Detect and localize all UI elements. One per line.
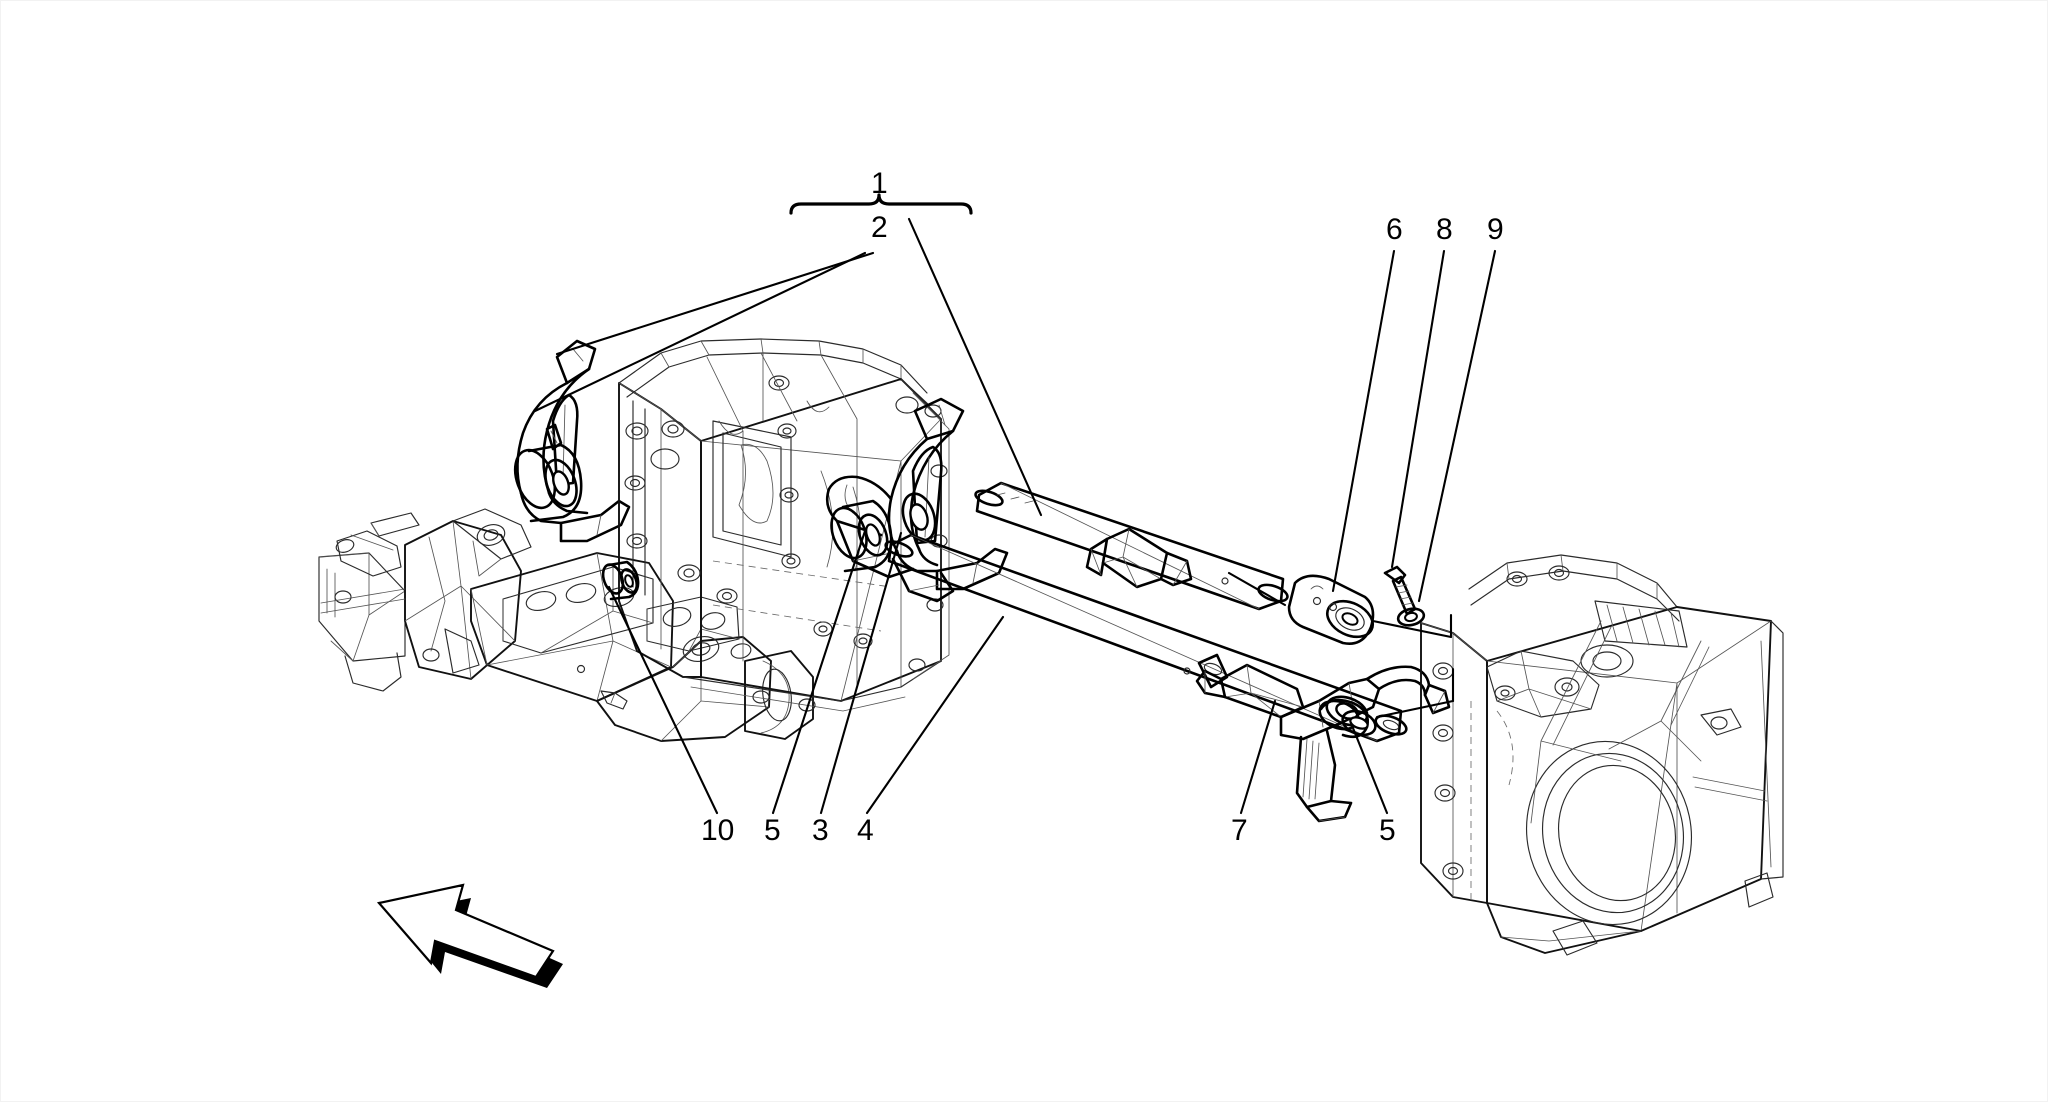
gearbox-housing-right bbox=[1420, 554, 1784, 956]
callout-9: 9 bbox=[1487, 213, 1504, 246]
callout-8: 8 bbox=[1436, 213, 1453, 246]
callout-6: 6 bbox=[1386, 213, 1403, 246]
gearbox-housing-left bbox=[618, 338, 950, 712]
callout-4: 4 bbox=[857, 814, 874, 847]
bushing-b bbox=[601, 560, 640, 601]
callout-5-right: 5 bbox=[1379, 814, 1396, 847]
bolt bbox=[1383, 565, 1417, 616]
callout-3: 3 bbox=[812, 814, 829, 847]
callout-1: 1 bbox=[871, 167, 888, 200]
leader-lines bbox=[533, 193, 1497, 815]
shift-fork-left bbox=[513, 339, 631, 543]
sleeve bbox=[1287, 574, 1375, 645]
callout-7: 7 bbox=[1231, 814, 1248, 847]
bushing-c bbox=[1318, 698, 1377, 739]
callout-2: 2 bbox=[871, 211, 888, 244]
callout-10: 10 bbox=[701, 814, 735, 847]
callout-5-left: 5 bbox=[764, 814, 781, 847]
shift-rail-upper bbox=[974, 481, 1289, 611]
bushing-a bbox=[830, 499, 893, 573]
direction-of-travel-arrow bbox=[376, 883, 563, 988]
actuator-assembly bbox=[318, 508, 814, 742]
washer bbox=[1396, 607, 1426, 627]
